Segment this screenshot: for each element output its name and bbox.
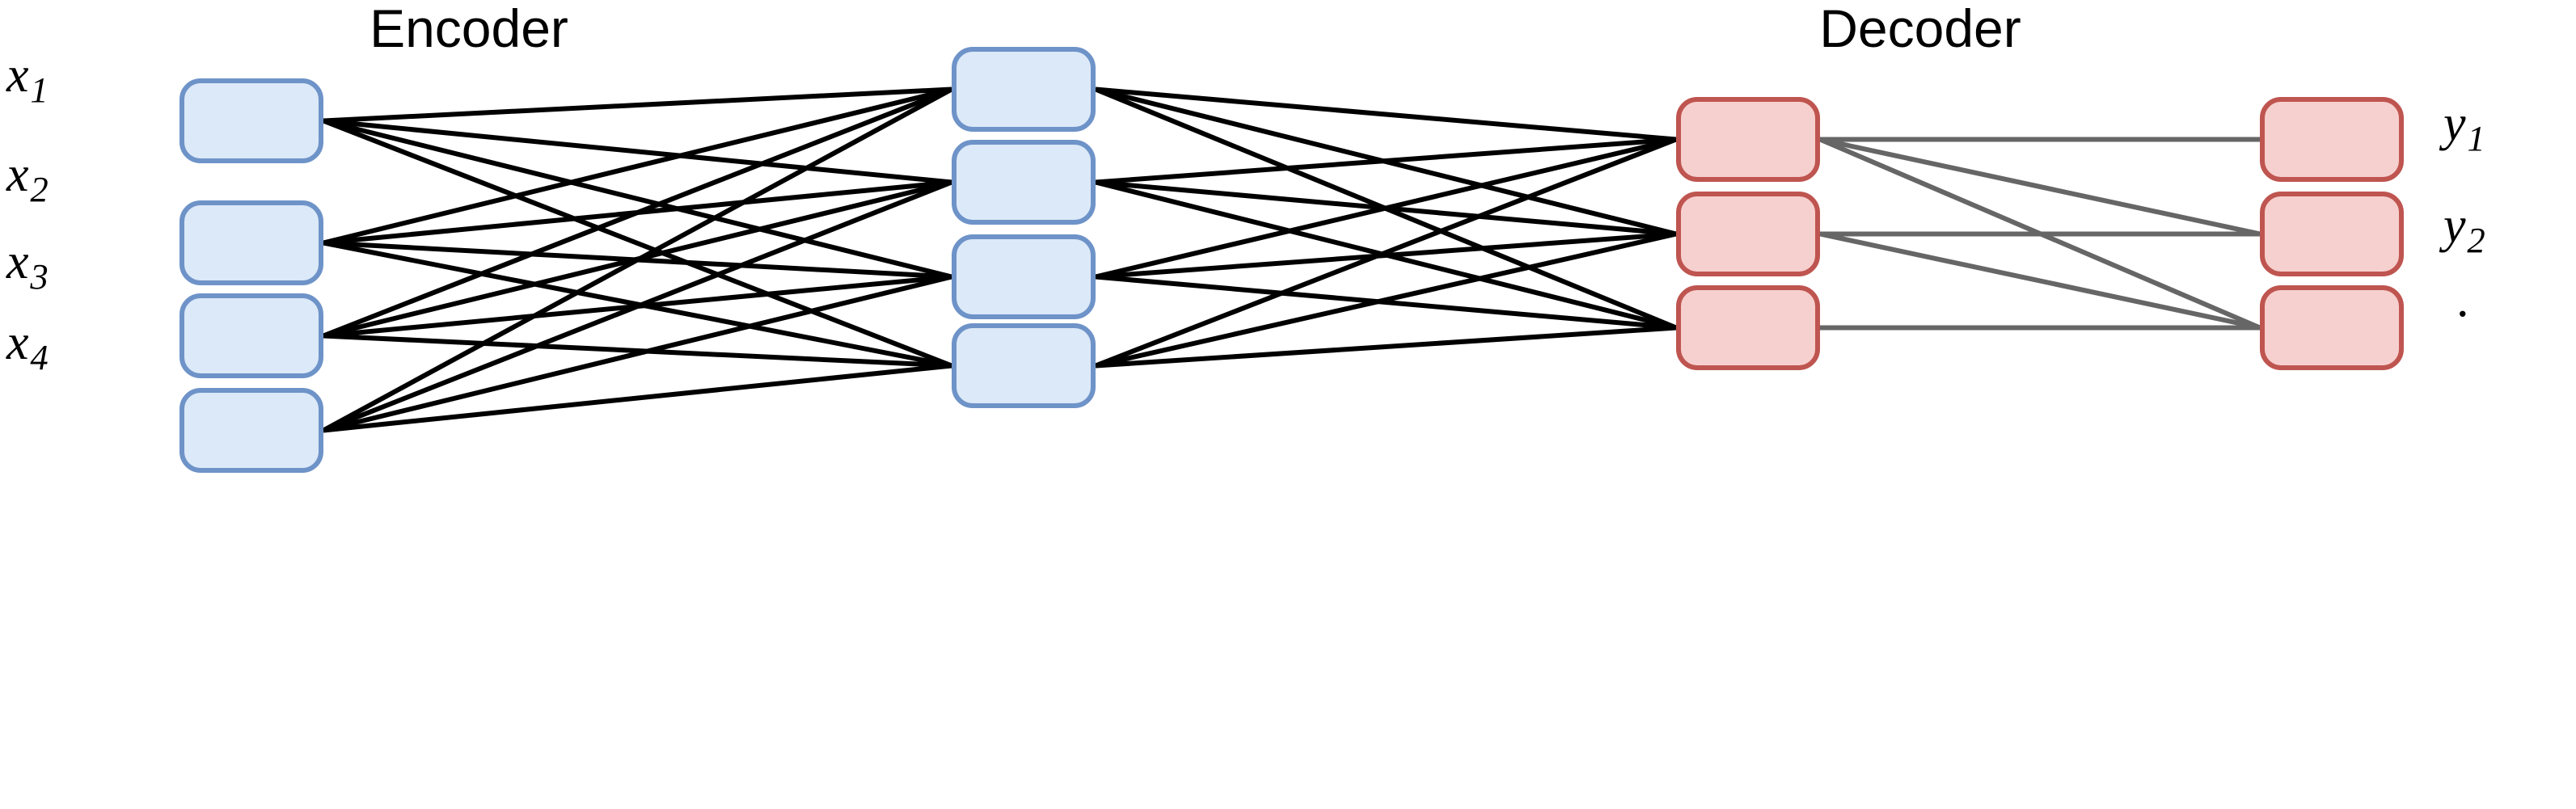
node-o1[interactable] xyxy=(2260,97,2404,182)
node-in1[interactable] xyxy=(179,78,323,163)
edge-in3-to-h2 xyxy=(323,179,952,339)
edge-in1-to-h3 xyxy=(323,118,952,280)
edge-h2-to-z2 xyxy=(1095,179,1677,237)
input-label-x1: x1 xyxy=(6,48,49,111)
edge-z1-to-o3 xyxy=(1818,137,2261,331)
node-h3[interactable] xyxy=(952,234,1096,319)
edge-h2-to-z1 xyxy=(1095,137,1677,185)
edge-in3-to-h3 xyxy=(323,274,952,339)
edge-in4-to-h1 xyxy=(322,86,953,433)
output-label-y2: y2 xyxy=(2443,198,2485,261)
edge-in2-to-h4 xyxy=(323,240,952,369)
edge-h3-to-z1 xyxy=(1095,137,1677,280)
edge-h1-to-z2 xyxy=(1095,86,1677,237)
input-label-x2: x2 xyxy=(6,147,49,210)
edge-in1-to-h2 xyxy=(323,118,952,185)
node-z3[interactable] xyxy=(1676,285,1820,370)
node-h1[interactable] xyxy=(952,47,1096,132)
edge-in4-to-h2 xyxy=(322,179,953,433)
output-label-y1: y1 xyxy=(2443,96,2485,159)
edge-group-latent-to-output xyxy=(1818,137,2261,331)
edge-z1-to-o2 xyxy=(1819,137,2261,237)
node-in2[interactable] xyxy=(179,200,323,285)
edge-in4-to-h3 xyxy=(323,274,952,433)
input-label-x4: x4 xyxy=(6,315,49,378)
input-label-x3: x3 xyxy=(6,234,49,297)
edge-h1-to-z1 xyxy=(1095,86,1677,142)
node-z2[interactable] xyxy=(1676,192,1820,276)
node-in3[interactable] xyxy=(179,293,323,378)
edge-z2-to-o3 xyxy=(1819,231,2261,331)
node-in4[interactable] xyxy=(179,388,323,473)
output-label-ellipsis: . xyxy=(2456,272,2469,327)
edge-h4-to-z1 xyxy=(1094,137,1678,369)
node-z1[interactable] xyxy=(1676,97,1820,182)
node-h4[interactable] xyxy=(952,323,1096,408)
edge-in2-to-h1 xyxy=(323,86,952,246)
edge-h4-to-z3 xyxy=(1095,325,1677,369)
node-o3[interactable] xyxy=(2260,285,2404,370)
edge-in1-to-h4 xyxy=(322,118,953,369)
edge-in2-to-h2 xyxy=(323,179,952,246)
node-h2[interactable] xyxy=(952,140,1096,225)
edge-h3-to-z2 xyxy=(1095,231,1677,280)
edge-h4-to-z2 xyxy=(1095,231,1677,369)
section-title-decoder: Decoder xyxy=(1819,0,2021,58)
edge-h2-to-z3 xyxy=(1095,179,1677,331)
edge-in1-to-h1 xyxy=(323,86,952,124)
node-o2[interactable] xyxy=(2260,192,2404,276)
section-title-encoder: Encoder xyxy=(370,0,568,58)
edge-h1-to-z3 xyxy=(1094,86,1678,331)
edge-group-input-to-hidden xyxy=(322,86,953,433)
edge-in4-to-h4 xyxy=(323,363,952,433)
edge-group-hidden-to-latent xyxy=(1094,86,1678,369)
edge-in2-to-h3 xyxy=(323,240,952,280)
edge-in3-to-h4 xyxy=(323,333,952,369)
edge-in3-to-h1 xyxy=(322,86,953,339)
edge-h3-to-z3 xyxy=(1095,274,1677,331)
